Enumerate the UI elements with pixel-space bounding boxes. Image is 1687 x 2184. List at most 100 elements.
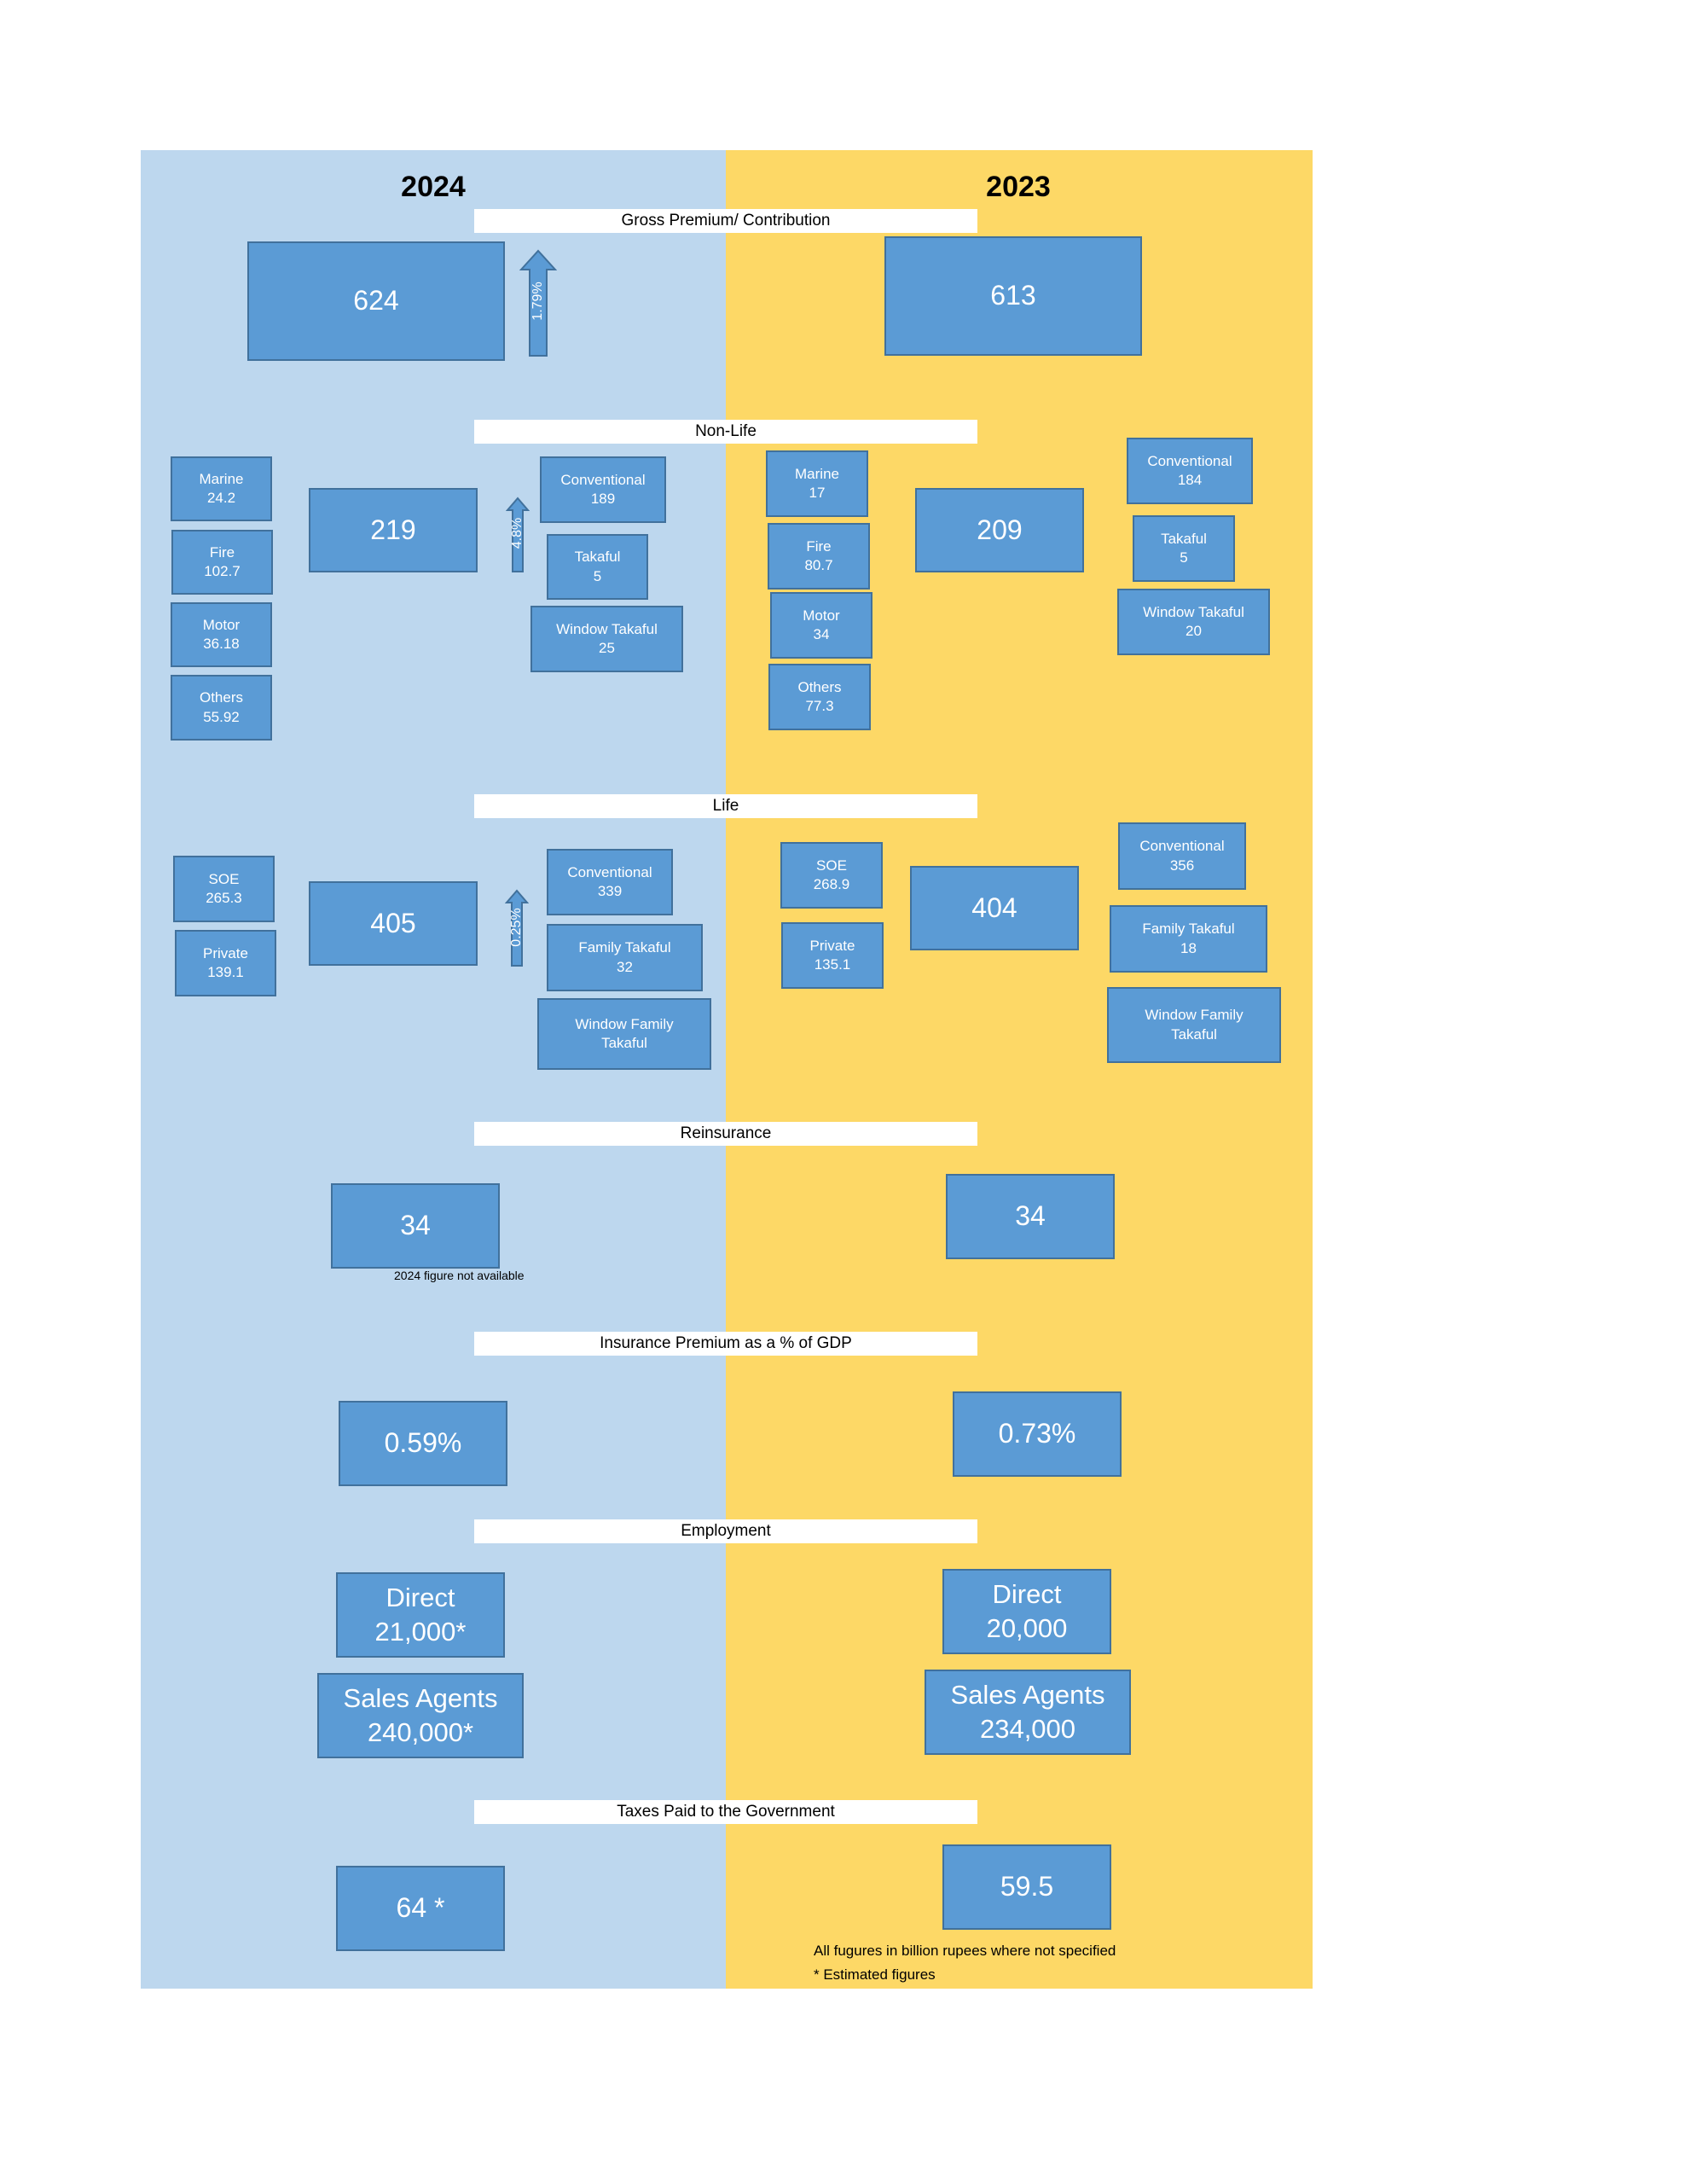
nonlife-2024-takaful-box: Takaful 5 xyxy=(547,534,648,600)
reinsurance-2023-box: 34 xyxy=(946,1174,1115,1259)
nonlife-2024-window-takaful-value: 25 xyxy=(599,640,615,656)
nonlife-2024-conventional-value: 189 xyxy=(590,491,616,507)
nonlife-2023-total-value: 209 xyxy=(977,514,1023,545)
nonlife-2023-window-takaful-label: Window Takaful xyxy=(1143,603,1244,620)
year-2023-heading: 2023 xyxy=(986,171,1051,203)
nonlife-2024-marine-value: 24.2 xyxy=(206,490,236,506)
nonlife-2023-takaful-value: 5 xyxy=(1180,549,1188,566)
life-2024-family-takaful-box: Family Takaful 32 xyxy=(547,924,703,991)
nonlife-2023-takaful-box: Takaful 5 xyxy=(1133,515,1235,582)
employment-2024-agents-label: Sales Agents xyxy=(343,1682,498,1713)
gross-2024-box: 624 xyxy=(247,241,505,361)
nonlife-2023-conventional-value: 184 xyxy=(1177,472,1203,488)
section-reinsurance: Reinsurance xyxy=(474,1122,977,1146)
life-2023-family-takaful-box: Family Takaful 18 xyxy=(1110,905,1267,973)
nonlife-2023-window-takaful-box: Window Takaful 20 xyxy=(1117,589,1270,655)
taxes-2024-box: 64 * xyxy=(336,1866,505,1951)
nonlife-2023-conventional-box: Conventional 184 xyxy=(1127,438,1253,504)
gross-2023-box: 613 xyxy=(884,236,1142,356)
nonlife-2024-marine-label: Marine xyxy=(199,470,244,487)
life-2024-window-family-takaful-box: Window Family Takaful xyxy=(537,998,711,1070)
nonlife-2024-motor-box: Motor 36.18 xyxy=(171,602,272,667)
life-2024-window-family-takaful-line2: Takaful xyxy=(601,1035,647,1051)
gross-growth-arrow-icon: 1.79% xyxy=(519,249,558,357)
life-2024-soe-value: 265.3 xyxy=(206,890,242,906)
nonlife-2023-fire-box: Fire 80.7 xyxy=(768,523,870,590)
nonlife-2024-motor-value: 36.18 xyxy=(203,636,240,652)
employment-2023-direct-label: Direct xyxy=(992,1578,1062,1609)
gdp-2024-box: 0.59% xyxy=(339,1401,507,1486)
employment-2024-direct-label: Direct xyxy=(386,1582,455,1612)
reinsurance-2024-note: 2024 figure not available xyxy=(394,1269,525,1282)
nonlife-2024-fire-label: Fire xyxy=(209,543,235,561)
life-2023-private-label: Private xyxy=(809,937,855,954)
nonlife-2024-window-takaful-box: Window Takaful 25 xyxy=(530,606,683,672)
section-employment: Employment xyxy=(474,1519,977,1543)
life-2023-soe-box: SOE 268.9 xyxy=(780,842,883,909)
reinsurance-2024-value: 34 xyxy=(400,1210,431,1241)
life-2023-total-box: 404 xyxy=(910,866,1079,950)
reinsurance-2024-box: 34 xyxy=(331,1183,500,1269)
nonlife-2024-marine-box: Marine 24.2 xyxy=(171,456,272,521)
employment-2024-agents-box: Sales Agents 240,000* xyxy=(317,1673,524,1758)
employment-2023-agents-box: Sales Agents 234,000 xyxy=(925,1670,1131,1755)
nonlife-2024-takaful-label: Takaful xyxy=(574,549,621,566)
nonlife-2024-total-value: 219 xyxy=(370,514,416,545)
life-2024-private-label: Private xyxy=(203,944,248,961)
section-life: Life xyxy=(474,794,977,818)
nonlife-2024-takaful-value: 5 xyxy=(593,567,602,584)
nonlife-2023-conventional-label: Conventional xyxy=(1147,452,1232,469)
employment-2023-agents-value: 234,000 xyxy=(979,1714,1076,1744)
gross-growth-label: 1.79% xyxy=(530,282,545,321)
nonlife-2023-others-box: Others 77.3 xyxy=(768,664,871,730)
life-2023-soe-value: 268.9 xyxy=(813,876,850,892)
life-2023-conventional-value: 356 xyxy=(1169,857,1195,874)
reinsurance-2023-value: 34 xyxy=(1015,1200,1046,1232)
section-taxes: Taxes Paid to the Government xyxy=(474,1800,977,1824)
footnote-units: All fugures in billion rupees where not … xyxy=(814,1943,1116,1959)
nonlife-2023-motor-label: Motor xyxy=(803,607,840,624)
life-2023-private-value: 135.1 xyxy=(814,956,851,973)
life-2024-soe-label: SOE xyxy=(208,870,240,887)
footnote-estimated: * Estimated figures xyxy=(814,1966,936,1983)
nonlife-2023-window-takaful-value: 20 xyxy=(1186,623,1202,639)
section-gross-premium: Gross Premium/ Contribution xyxy=(474,209,977,233)
nonlife-2023-fire-label: Fire xyxy=(806,537,832,555)
employment-2024-direct-value: 21,000* xyxy=(374,1617,467,1647)
nonlife-2024-conventional-box: Conventional 189 xyxy=(540,456,666,523)
nonlife-2023-total-box: 209 xyxy=(915,488,1084,572)
life-2024-total-box: 405 xyxy=(309,881,478,966)
life-2023-window-family-takaful-line1: Window Family xyxy=(1145,1007,1244,1024)
life-2023-conventional-box: Conventional 356 xyxy=(1118,822,1246,890)
gross-2024-value: 624 xyxy=(353,285,399,317)
nonlife-2024-motor-label: Motor xyxy=(202,616,241,633)
taxes-2023-value: 59.5 xyxy=(1000,1871,1054,1902)
life-2024-family-takaful-label: Family Takaful xyxy=(578,939,671,956)
life-2024-conventional-box: Conventional 339 xyxy=(547,849,673,915)
life-2024-total-value: 405 xyxy=(370,907,416,938)
nonlife-2024-fire-box: Fire 102.7 xyxy=(171,530,273,595)
life-growth-arrow-icon: 0.25% xyxy=(504,889,530,967)
year-2024-heading: 2024 xyxy=(401,171,466,203)
nonlife-2023-takaful-label: Takaful xyxy=(1161,530,1207,547)
life-2024-conventional-label: Conventional xyxy=(567,863,652,880)
gdp-2024-value: 0.59% xyxy=(384,1427,462,1459)
nonlife-2024-fire-value: 102.7 xyxy=(204,563,241,579)
nonlife-2023-motor-box: Motor 34 xyxy=(770,592,872,659)
employment-2023-agents-label: Sales Agents xyxy=(950,1679,1105,1710)
nonlife-growth-arrow-icon: 4.8% xyxy=(505,497,530,573)
life-2023-conventional-label: Conventional xyxy=(1139,838,1225,855)
life-2023-total-value: 404 xyxy=(971,892,1017,923)
nonlife-2024-total-box: 219 xyxy=(309,488,478,572)
life-2023-window-family-takaful-box: Window Family Takaful xyxy=(1107,987,1281,1063)
nonlife-2023-others-label: Others xyxy=(797,678,842,695)
nonlife-2023-marine-label: Marine xyxy=(795,465,839,482)
nonlife-2023-marine-value: 17 xyxy=(809,485,826,501)
life-growth-label: 0.25% xyxy=(509,908,524,947)
employment-2024-agents-value: 240,000* xyxy=(367,1717,474,1747)
nonlife-2024-conventional-label: Conventional xyxy=(560,471,646,488)
gross-2023-value: 613 xyxy=(990,280,1036,311)
nonlife-growth-label: 4.8% xyxy=(510,517,525,549)
nonlife-2024-others-value: 55.92 xyxy=(203,708,240,725)
life-2023-window-family-takaful-line2: Takaful xyxy=(1171,1025,1217,1043)
